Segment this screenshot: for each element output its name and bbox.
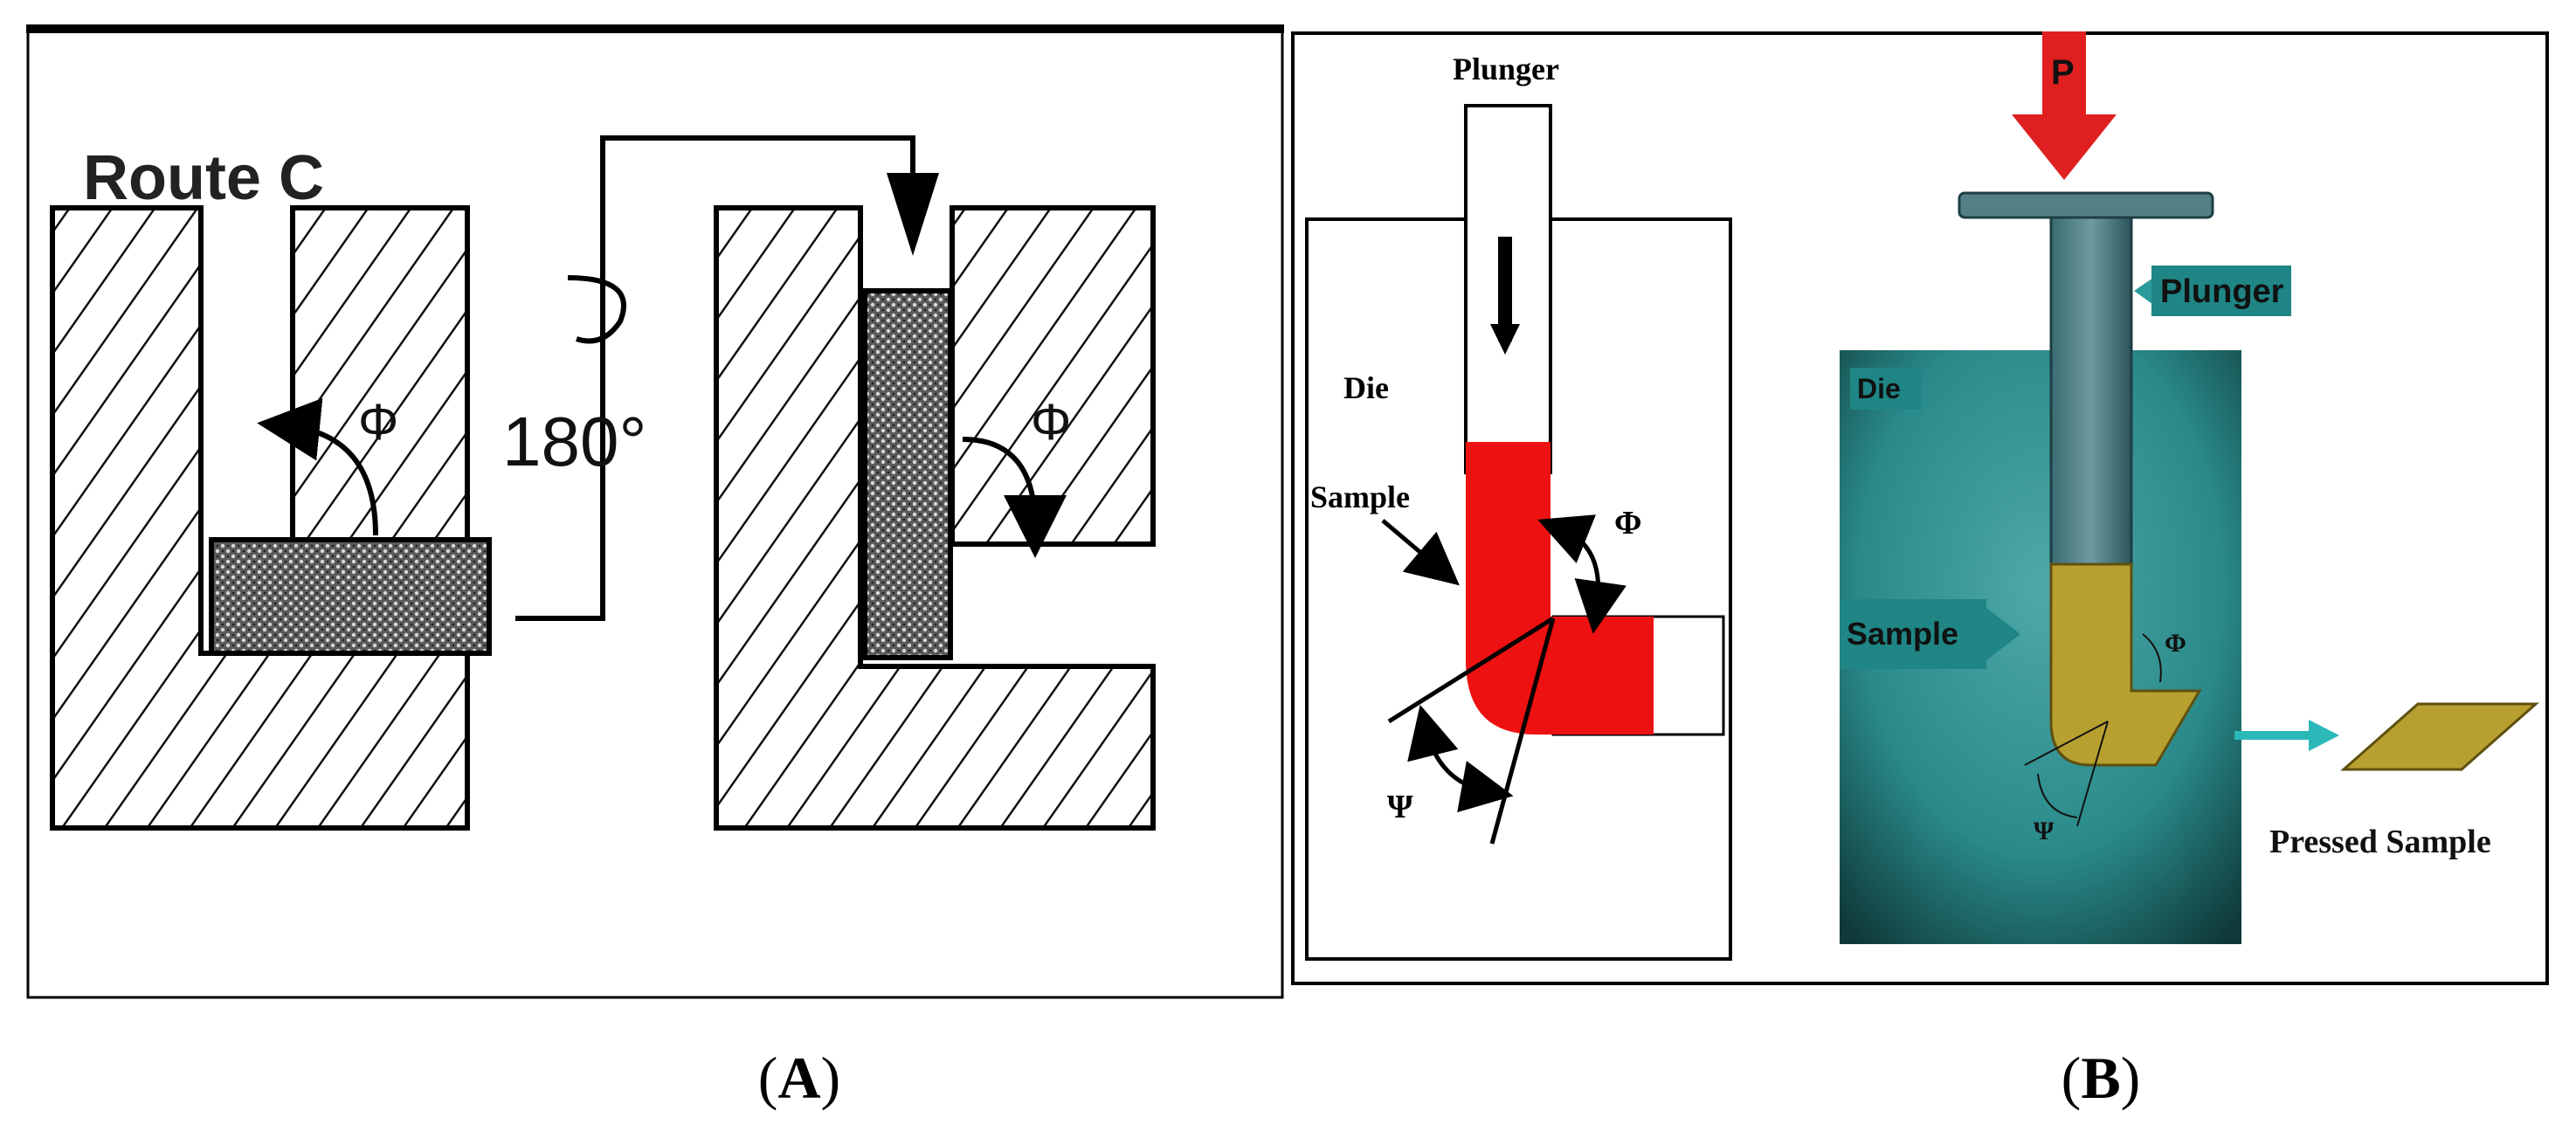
press-direction-arrow (887, 173, 939, 256)
render-psi-label: Ψ (2034, 817, 2055, 845)
render-die-tag (1850, 368, 1922, 410)
schematic-view: Plunger Die Sample Φ Ψ (1305, 52, 1732, 961)
right-phi-arc (962, 437, 1067, 558)
force-arrow (2012, 31, 2117, 180)
left-die (50, 205, 470, 831)
schematic-press-arrow-head (1490, 324, 1520, 355)
render-phi-arc (2142, 633, 2162, 683)
render-plunger-label: Plunger (2160, 273, 2284, 310)
caption-b-letter: B (2081, 1045, 2121, 1111)
ecap-svg: Plunger Die Sample Φ Ψ P (1291, 31, 2549, 985)
left-sample (209, 537, 492, 656)
render-die-label: Die (1857, 373, 1901, 404)
rotation-symbol (567, 275, 626, 344)
right-die (714, 205, 1156, 831)
phi-arc (1537, 514, 1626, 634)
render-view: P Plunger Die Sample Φ Ψ Pressed Sample (1840, 31, 2539, 944)
caption-b: (B) (2061, 1045, 2141, 1111)
plunger-tag-pointer (2134, 276, 2156, 307)
left-phi-arc (257, 397, 378, 536)
schematic-die-label: Die (1343, 370, 1389, 405)
transfer-path (515, 135, 915, 621)
render-sample-label: Sample (1847, 616, 1958, 652)
schematic-plunger-label: Plunger (1453, 52, 1559, 86)
exit-arrow-head (2309, 720, 2339, 751)
right-phi-label: Φ (1031, 394, 1071, 451)
sample-pointer (1381, 519, 1460, 586)
sample-tag-pointer (1986, 608, 2020, 660)
right-sample (862, 288, 953, 660)
render-psi-line-left (2024, 721, 2109, 766)
panel-a-top-bar (26, 24, 1284, 33)
schematic-psi-label: Ψ (1387, 789, 1413, 825)
pressed-sample-label: Pressed Sample (2269, 824, 2491, 860)
render-plunger-head (1958, 191, 2214, 219)
schematic-sample (1466, 442, 1654, 735)
caption-a: (A) (757, 1045, 841, 1111)
render-psi-line-right (2076, 721, 2109, 827)
schematic-sample-label: Sample (1310, 479, 1410, 514)
pressed-sample-shape (2340, 702, 2539, 771)
left-phi-label: Φ (358, 394, 398, 451)
panel-a-route-c-diagram: Route C Φ 180° Φ (26, 24, 1284, 1003)
render-psi-arc (2037, 773, 2078, 818)
caption-a-letter: A (777, 1045, 821, 1111)
schematic-phi-label: Φ (1614, 505, 1642, 541)
force-label: P (2051, 53, 2075, 92)
render-sample (2049, 562, 2202, 767)
route-c-svg: Route C Φ 180° Φ (26, 24, 1284, 999)
route-label: Route C (83, 143, 324, 213)
psi-arc (1407, 704, 1514, 813)
render-plunger (2049, 209, 2133, 570)
panel-b-ecap-diagrams: Plunger Die Sample Φ Ψ P (1291, 31, 2549, 985)
psi-line-left (1387, 616, 1555, 724)
render-phi-label: Φ (2165, 629, 2186, 658)
render-sample-tag (1840, 599, 1986, 669)
render-plunger-tag (2151, 266, 2291, 316)
rotation-label: 180° (502, 403, 646, 480)
